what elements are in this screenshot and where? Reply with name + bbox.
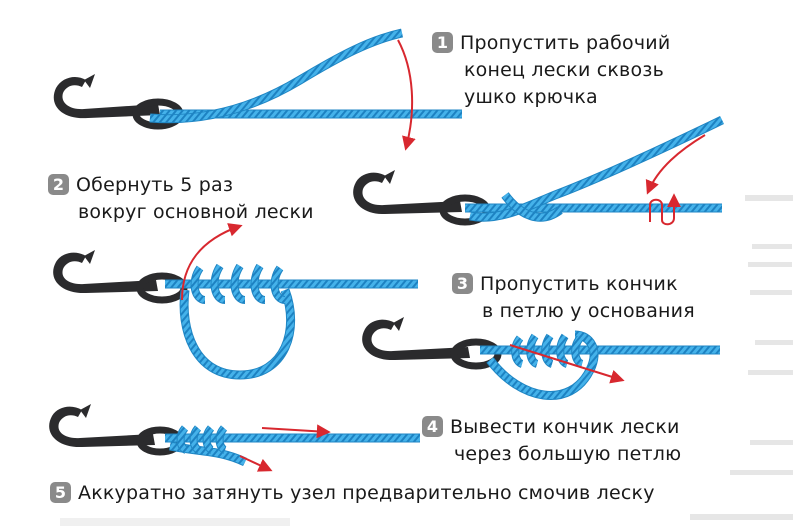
- fishing-hook-icon: [353, 172, 462, 215]
- fishing-hook-icon: [53, 252, 159, 294]
- red-arrow-icon: [649, 193, 681, 226]
- red-arrow-icon: [261, 424, 331, 439]
- step-5-badge: 5: [50, 482, 71, 503]
- red-arrow-icon: [181, 223, 243, 301]
- red-arrow-icon: [397, 39, 416, 151]
- step-2-illustration-right: [353, 115, 724, 226]
- step-2-badge: 2: [48, 174, 69, 195]
- red-arrow-icon: [645, 134, 706, 195]
- red-arrow-icon: [509, 344, 625, 384]
- step-1-badge: 1: [432, 32, 453, 53]
- fishing-hook-icon: [362, 319, 470, 361]
- step-3-badge: 3: [452, 273, 473, 294]
- red-arrow-icon: [239, 455, 273, 472]
- step-4-badge: 4: [422, 416, 443, 437]
- fishing-hook-icon: [53, 76, 160, 119]
- background-page-ghost: [60, 195, 793, 526]
- step-4-illustration: [49, 404, 420, 472]
- fishing-hook-icon: [49, 406, 156, 448]
- step-1-illustration: [53, 28, 462, 151]
- step-3-illustration: [362, 317, 720, 400]
- step-2-illustration-left: [53, 223, 418, 380]
